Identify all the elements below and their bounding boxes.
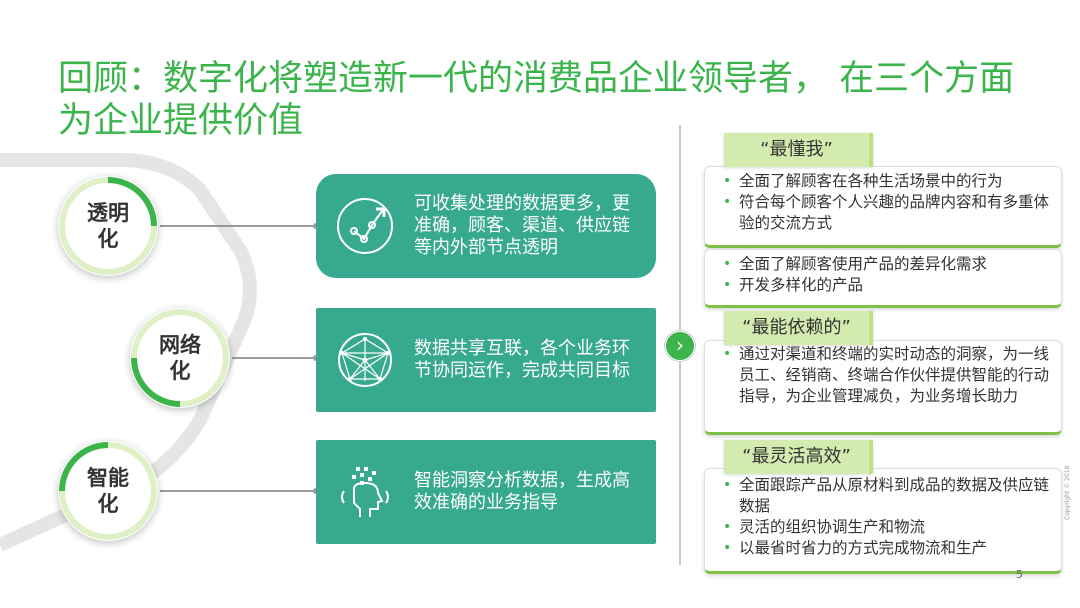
circle-label: 网络化	[159, 333, 201, 383]
bullet-box-understand-me-2: 全面了解顾客使用产品的差异化需求 开发多样化的产品	[704, 249, 1062, 308]
tag-understand-me: “最懂我”	[724, 133, 873, 167]
bullet-box-understand-me: 全面了解顾客在各种生活场景中的行为 符合每个顾客个人兴趣的品牌内容和有多重体验的…	[704, 166, 1062, 248]
circle-label: 透明化	[87, 201, 129, 251]
card-text: 智能洞察分析数据，生成高效准确的业务指导	[414, 470, 630, 513]
circle-label: 智能化	[87, 466, 129, 516]
tag-most-agile: “最灵活高效”	[724, 440, 873, 474]
bullet-box-most-agile: 全面跟踪产品从原材料到成品的数据及供应链数据 灵活的组织协调生产和物流 以最省时…	[704, 468, 1062, 574]
circle-intelligent: 智能化	[58, 441, 158, 541]
card-transparency: 可收集处理的数据更多，更准确，顾客、渠道、供应链等内外部节点透明	[316, 174, 656, 278]
network-globe-icon	[338, 333, 392, 387]
circle-transparent: 透明化	[58, 176, 158, 276]
bullet-item: 灵活的组织协调生产和物流	[721, 517, 1051, 538]
bullet-item: 全面跟踪产品从原材料到成品的数据及供应链数据	[721, 475, 1051, 517]
card-text: 数据共享互联，各个业务环节协同运作，完成共同目标	[414, 338, 630, 381]
bullet-item: 全面了解顾客在各种生活场景中的行为	[721, 171, 1051, 192]
ring-icon	[59, 177, 157, 275]
ring-icon	[59, 442, 157, 540]
data-transparency-icon	[337, 198, 393, 254]
chevron-right-icon: ›	[665, 331, 695, 361]
circle-networked: 网络化	[130, 308, 230, 408]
bullet-item: 开发多样化的产品	[721, 275, 1051, 296]
ring-icon	[131, 309, 229, 407]
bullet-item: 通过对渠道和终端的实时动态的洞察，为一线员工、经销商、终端合作伙伴提供智能的行动…	[721, 344, 1051, 407]
copyright-text: Copyright © 2018	[1064, 465, 1071, 520]
bullet-item: 全面了解顾客使用产品的差异化需求	[721, 254, 1051, 275]
card-intelligent: 智能洞察分析数据，生成高效准确的业务指导	[316, 440, 656, 544]
tag-most-reliable: “最能依赖的”	[724, 311, 873, 345]
ai-brain-head-icon	[341, 467, 389, 517]
page-title: 回顾：数字化将塑造新一代的消费品企业领导者， 在三个方面为企业提供价值	[58, 59, 1015, 141]
page-number: 5	[1016, 568, 1023, 581]
card-text: 可收集处理的数据更多，更准确，顾客、渠道、供应链等内外部节点透明	[414, 193, 630, 258]
bullet-box-most-reliable: 通过对渠道和终端的实时动态的洞察，为一线员工、经销商、终端合作伙伴提供智能的行动…	[704, 340, 1062, 435]
card-network: 数据共享互联，各个业务环节协同运作，完成共同目标	[316, 308, 656, 412]
bullet-item: 符合每个顾客个人兴趣的品牌内容和有多重体验的交流方式	[721, 192, 1051, 234]
bullet-item: 以最省时省力的方式完成物流和生产	[721, 538, 1051, 559]
